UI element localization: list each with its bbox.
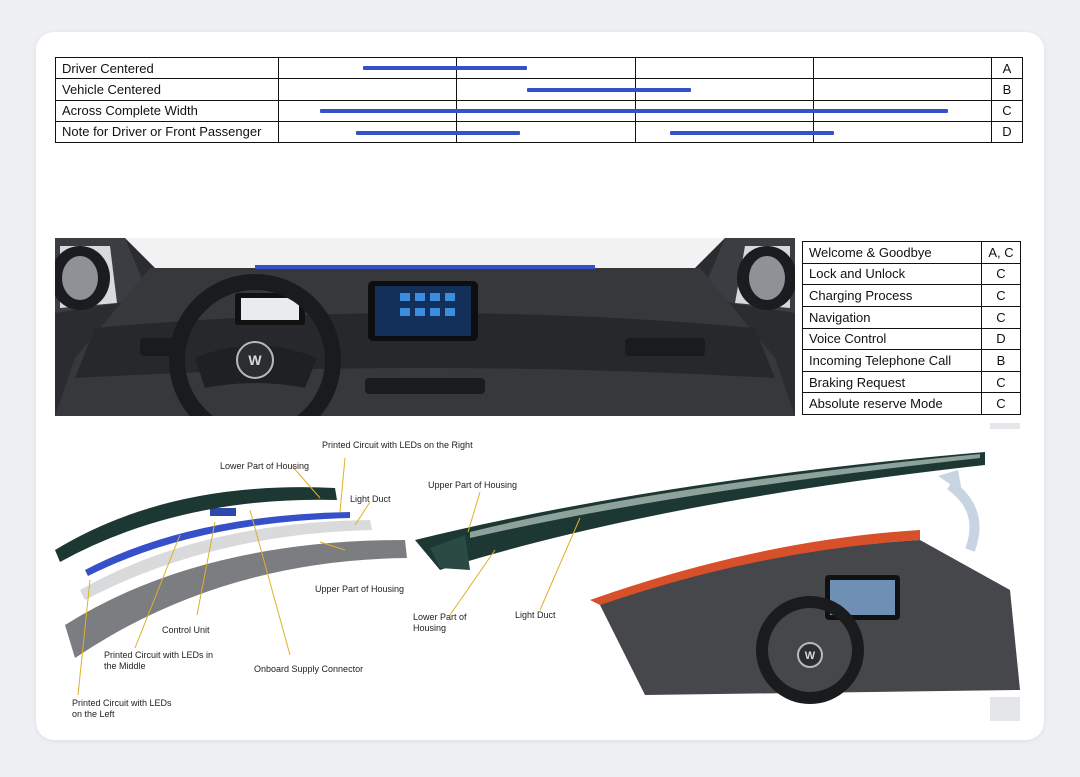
- function-label: Welcome & Goodbye: [802, 241, 982, 264]
- mode-row: Driver Centered A: [55, 56, 1023, 80]
- mode-cell: [812, 56, 993, 80]
- label-pcb-middle: Printed Circuit with LEDs in the Middle: [104, 650, 214, 671]
- decorative-square: [990, 697, 1020, 721]
- function-label: Voice Control: [802, 327, 982, 351]
- mode-cell: [456, 99, 636, 122]
- mode-cell: [277, 78, 458, 101]
- label-pcb-right: Printed Circuit with LEDs on the Right: [322, 440, 473, 450]
- svg-text:W: W: [248, 352, 262, 368]
- mode-cell: [812, 99, 993, 122]
- function-code: D: [981, 327, 1021, 351]
- mode-row: Across Complete Width C: [55, 99, 1023, 122]
- mode-cell: [456, 120, 636, 144]
- label-assembly-upper-housing: Upper Part of Housing: [428, 480, 518, 490]
- mode-row: Note for Driver or Front Passenger D: [55, 120, 1023, 144]
- mode-code: C: [991, 99, 1023, 122]
- mode-label: Vehicle Centered: [55, 78, 279, 101]
- function-label: Absolute reserve Mode: [802, 392, 982, 415]
- mode-cell: [634, 78, 814, 101]
- function-code: C: [981, 262, 1021, 286]
- label-supply-connector: Onboard Supply Connector: [254, 664, 364, 674]
- mode-cell: [277, 120, 458, 144]
- mode-label: Across Complete Width: [55, 99, 279, 122]
- mode-cell: [634, 56, 814, 80]
- function-label: Braking Request: [802, 370, 982, 394]
- mode-code: B: [991, 78, 1023, 101]
- mode-label: Driver Centered: [55, 56, 279, 80]
- mode-cell: [634, 99, 814, 122]
- function-code: B: [981, 349, 1021, 372]
- label-assembly-light-duct: Light Duct: [515, 610, 556, 620]
- function-code: A, C: [981, 241, 1021, 264]
- function-code: C: [981, 392, 1021, 415]
- exploded-view-diagram: [55, 457, 407, 696]
- label-assembly-lower-housing: Lower Part of Housing: [413, 612, 467, 633]
- function-code: C: [981, 370, 1021, 394]
- mode-cell: [277, 56, 458, 80]
- function-code: C: [981, 284, 1021, 307]
- label-light-duct: Light Duct: [350, 494, 391, 504]
- label-pcb-left: Printed Circuit with LEDs on the Left: [72, 698, 172, 719]
- mode-cell: [456, 56, 636, 80]
- mode-cell: [812, 120, 993, 144]
- mode-code: A: [991, 56, 1023, 80]
- ambient-light-strip: [255, 265, 595, 269]
- mode-label: Note for Driver or Front Passenger: [55, 120, 279, 144]
- function-label: Charging Process: [802, 284, 982, 307]
- dashboard-interior-image: W: [55, 238, 795, 416]
- svg-text:W: W: [805, 650, 816, 662]
- function-label: Navigation: [802, 305, 982, 329]
- mode-cell: [634, 120, 814, 144]
- mode-cell: [277, 99, 458, 122]
- mode-cell: [812, 78, 993, 101]
- label-lower-housing: Lower Part of Housing: [220, 461, 310, 471]
- label-control-unit: Control Unit: [162, 625, 210, 635]
- function-code: C: [981, 305, 1021, 329]
- decorative-bar: [990, 423, 1020, 429]
- label-upper-housing: Upper Part of Housing: [315, 584, 405, 594]
- mode-row: Vehicle Centered B: [55, 78, 1023, 101]
- assembly-view-diagram: W: [415, 452, 1020, 704]
- mode-code: D: [991, 120, 1023, 144]
- function-label: Incoming Telephone Call: [802, 349, 982, 372]
- function-label: Lock and Unlock: [802, 262, 982, 286]
- mode-cell: [456, 78, 636, 101]
